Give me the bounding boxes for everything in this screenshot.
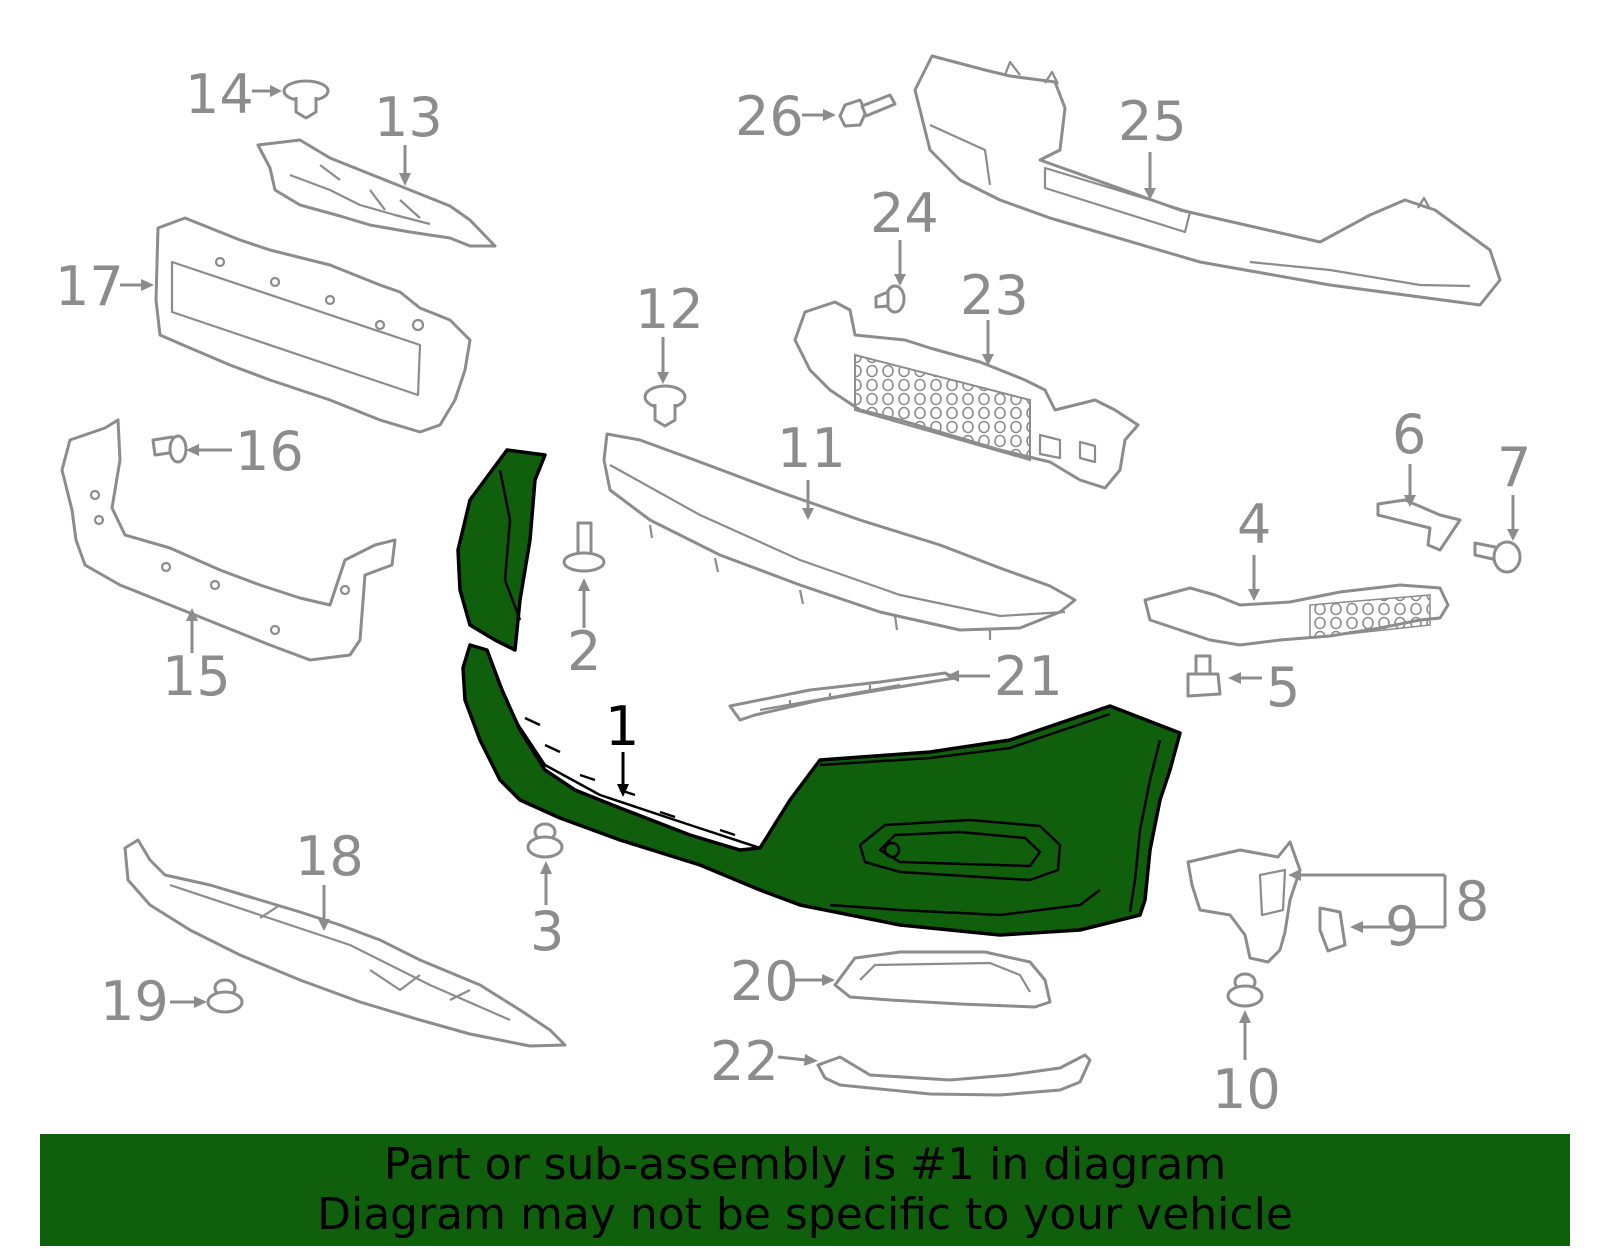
callout-17: 17 (55, 255, 124, 318)
callout-23: 23 (960, 264, 1029, 327)
callout-21: 21 (994, 645, 1063, 708)
callout-12: 12 (635, 278, 704, 341)
callout-14: 14 (185, 63, 254, 126)
callout-15: 15 (162, 645, 231, 708)
part-11-lower-absorber (602, 432, 1077, 640)
part-19-clip (206, 978, 244, 1014)
callout-6: 6 (1392, 403, 1426, 466)
part-14-clip (282, 79, 330, 120)
part-17-upper-frame (154, 216, 472, 434)
callout-19: 19 (100, 970, 169, 1033)
callout-13: 13 (374, 86, 443, 149)
callout-8: 8 (1455, 870, 1489, 933)
part-3-clip (526, 822, 564, 859)
callout-9: 9 (1385, 895, 1419, 958)
callout-20: 20 (730, 950, 799, 1013)
callout-labels: 14 13 26 25 17 24 23 12 11 16 6 7 4 15 2… (55, 63, 1531, 1121)
part-22-molding (816, 1053, 1092, 1097)
part-4-side-bracket (1143, 583, 1450, 647)
callout-16: 16 (235, 420, 304, 483)
part-6-bracket (1376, 498, 1462, 552)
part-15-lower-frame (60, 418, 397, 662)
part-2-bolt (562, 521, 606, 573)
callout-25: 25 (1118, 90, 1187, 153)
callout-5: 5 (1266, 656, 1300, 719)
banner-line-disclaimer: Diagram may not be specific to your vehi… (317, 1189, 1293, 1240)
part-7-screw (1473, 540, 1522, 574)
callout-10: 10 (1212, 1058, 1281, 1121)
part-5-bolt (1186, 654, 1222, 698)
callout-11: 11 (777, 417, 846, 480)
callout-1: 1 (605, 695, 639, 758)
banner-line-part: Part or sub-assembly is #1 in diagram (383, 1139, 1227, 1190)
callout-arrows (120, 85, 1519, 1066)
part-18-undercover (123, 838, 567, 1048)
part-23-honeycomb-absorber (793, 300, 1140, 490)
part-16-clip (151, 434, 188, 464)
part-26-bolt (838, 93, 897, 128)
callout-24: 24 (870, 182, 939, 245)
part-13-upper-shield (256, 138, 497, 248)
part-12-clip (643, 384, 687, 428)
part-20-garnish (833, 950, 1052, 1009)
callout-26: 26 (735, 85, 804, 148)
part-8-side-bracket (1186, 840, 1302, 964)
callout-18: 18 (295, 825, 364, 888)
callout-2: 2 (567, 620, 601, 683)
part-24-clip (874, 284, 906, 314)
callout-4: 4 (1237, 493, 1271, 556)
part-1-bumper-cover (456, 448, 1182, 937)
callout-22: 22 (710, 1030, 779, 1093)
callout-3: 3 (530, 900, 564, 963)
part-25-reinforcement-bar (913, 54, 1502, 307)
part-9-nut (1318, 906, 1347, 953)
part-10-clip (1226, 972, 1264, 1008)
callout-7: 7 (1497, 436, 1531, 499)
part-21-molding (728, 671, 957, 722)
info-banner: Part or sub-assembly is #1 in diagram Di… (40, 1134, 1570, 1246)
